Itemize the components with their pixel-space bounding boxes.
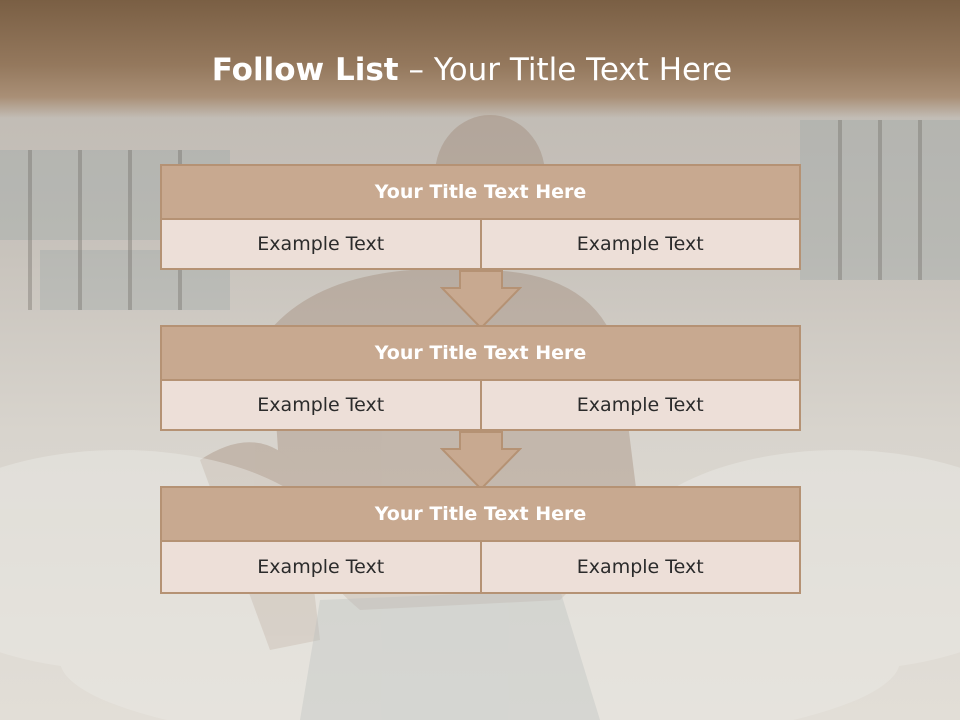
list-block: Your Title Text Here Example Text Exampl…	[160, 486, 801, 594]
block-title: Your Title Text Here	[160, 325, 801, 381]
list-block: Your Title Text Here Example Text Exampl…	[160, 164, 801, 270]
down-arrow-icon	[440, 270, 522, 330]
slide-title: Follow List – Your Title Text Here	[0, 52, 944, 88]
header-band	[0, 0, 960, 118]
block-cell-left: Example Text	[257, 556, 385, 578]
list-block: Your Title Text Here Example Text Exampl…	[160, 325, 801, 431]
block-title: Your Title Text Here	[160, 164, 801, 220]
block-cell-left: Example Text	[257, 233, 385, 255]
block-row: Example Text Example Text	[160, 542, 801, 594]
down-arrow-icon	[440, 431, 522, 491]
block-row: Example Text Example Text	[160, 220, 801, 270]
block-title: Your Title Text Here	[160, 486, 801, 542]
block-cell-left: Example Text	[257, 394, 385, 416]
slide-title-rest: – Your Title Text Here	[398, 52, 733, 88]
block-row: Example Text Example Text	[160, 381, 801, 431]
block-cell-right: Example Text	[479, 220, 800, 268]
block-cell-right: Example Text	[479, 381, 800, 429]
block-cell-right: Example Text	[479, 542, 800, 592]
slide-title-bold: Follow List	[211, 52, 399, 88]
